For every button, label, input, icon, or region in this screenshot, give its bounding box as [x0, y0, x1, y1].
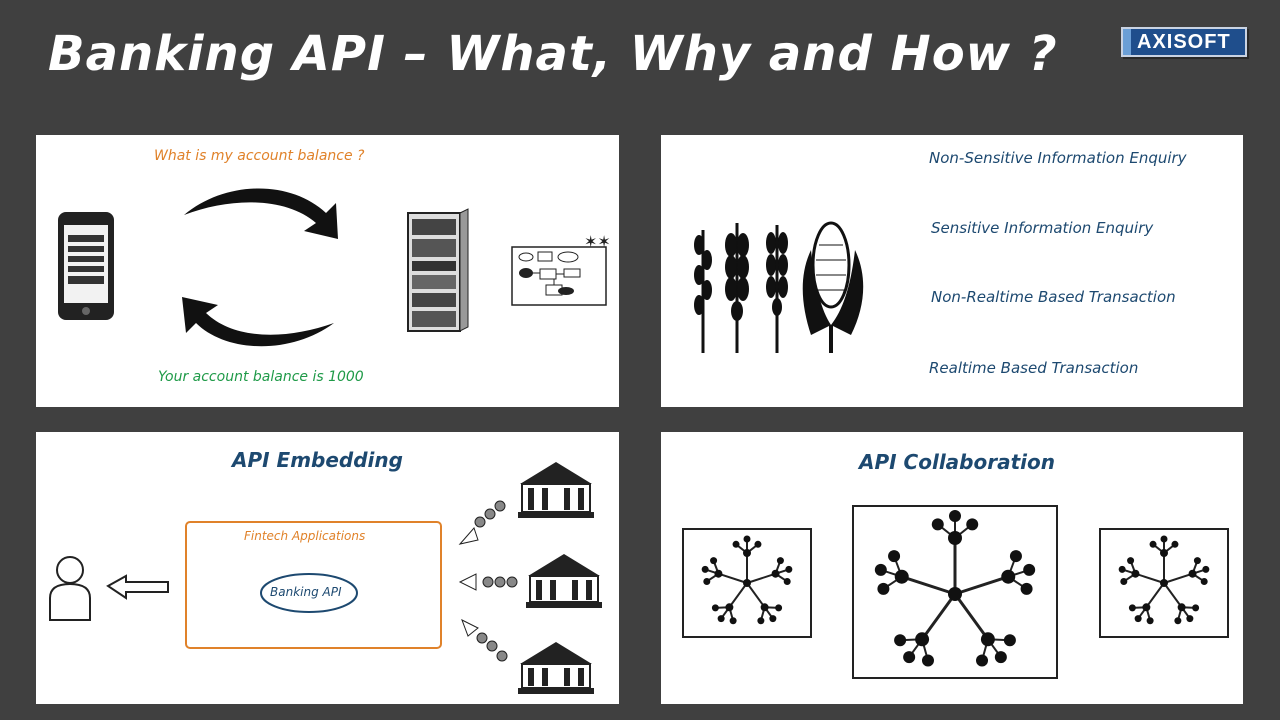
corn-icon	[802, 221, 864, 353]
panel-account-balance: ✶✶ What is my account balance ? Your acc…	[36, 135, 619, 407]
server-rack-icon	[407, 208, 469, 332]
smartphone-icon	[58, 212, 114, 320]
bank-building-icon	[518, 642, 594, 694]
panel-api-embedding: API Embedding Fintech Applications Banki…	[36, 432, 619, 704]
bank-building-icon	[526, 554, 602, 608]
data-flow-arrow-icon	[458, 500, 506, 545]
category-item-2: Sensitive Information Enquiry	[931, 219, 1154, 237]
logo-stripe	[1123, 29, 1131, 55]
arrow-left-icon	[106, 574, 169, 600]
panel-api-collaboration: API Collaboration	[661, 432, 1243, 704]
data-flow-arrow-icon	[458, 573, 518, 591]
arrow-left-icon	[182, 297, 334, 347]
fintech-box	[185, 521, 442, 649]
balance-answer: Your account balance is 1000	[158, 369, 364, 385]
barley-icon	[725, 223, 749, 353]
panel3-illustration	[49, 462, 602, 694]
wheat-icon	[694, 230, 712, 353]
person-icon	[49, 556, 91, 621]
panel1-illustration: ✶✶	[58, 188, 611, 347]
panel-api-categories: Non-Sensitive Information Enquiry Sensit…	[661, 135, 1243, 407]
balance-question: What is my account balance ?	[154, 148, 365, 164]
network-graph-icon	[701, 535, 793, 625]
embedding-heading: API Embedding	[232, 448, 403, 472]
category-item-4: Realtime Based Transaction	[929, 359, 1139, 377]
category-item-3: Non-Realtime Based Transaction	[931, 288, 1176, 306]
logo-text: AXISOFT	[1137, 30, 1231, 53]
fintech-label: Fintech Applications	[244, 529, 366, 543]
network-graph-icon	[1118, 535, 1210, 625]
banking-api-ellipse	[260, 573, 358, 613]
axisoft-logo: AXISOFT	[1121, 27, 1247, 57]
panel4-illustration	[682, 505, 1229, 679]
network-graph-icon	[874, 510, 1036, 667]
rye-icon	[766, 225, 788, 353]
svg-text:✶✶: ✶✶	[584, 232, 611, 251]
banking-api-label: Banking API	[270, 585, 342, 599]
arrow-right-icon	[184, 188, 338, 239]
bank-building-icon	[518, 462, 594, 518]
category-item-1: Non-Sensitive Information Enquiry	[929, 149, 1187, 167]
slide-title: Banking API – What, Why and How ?	[48, 26, 1058, 82]
collaboration-heading: API Collaboration	[859, 450, 1055, 474]
panel2-illustration	[694, 221, 864, 353]
data-flow-arrow-icon	[461, 618, 508, 662]
flowchart-icon: ✶✶	[511, 232, 611, 306]
